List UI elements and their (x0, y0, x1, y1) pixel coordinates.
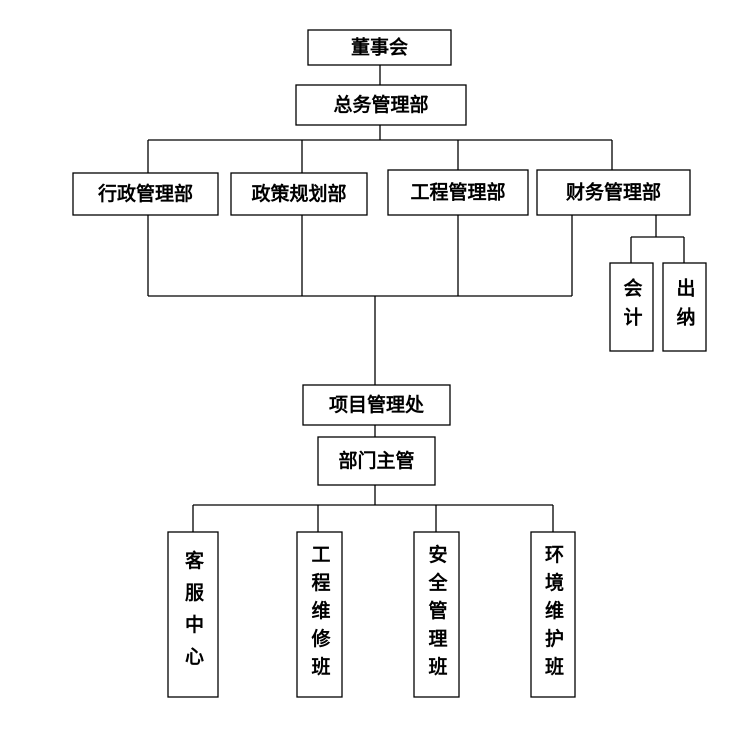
node-engineering-label: 工程管理部 (410, 181, 505, 204)
node-maintenance-label: 工程维修班 (309, 545, 332, 685)
node-finance-label: 财务管理部 (566, 181, 661, 204)
node-supervisor-label: 部门主管 (338, 449, 414, 472)
node-finance: 财务管理部 (536, 169, 691, 216)
node-policy: 政策规划部 (230, 172, 368, 216)
node-admin-label: 行政管理部 (97, 182, 193, 205)
node-environment-label: 环境维护班 (542, 545, 564, 685)
node-board: 董事会 (307, 29, 452, 66)
node-cashier: 出纳 (662, 262, 707, 352)
connector-lines (147, 65, 685, 532)
node-general: 总务管理部 (295, 84, 467, 126)
node-maintenance: 工程维修班 (296, 531, 343, 698)
node-safety: 安全管理班 (413, 531, 460, 698)
node-accounting-label: 会计 (621, 277, 643, 336)
node-service-label: 客服中心 (182, 549, 204, 678)
node-accounting: 会计 (609, 262, 654, 352)
node-admin: 行政管理部 (72, 172, 219, 216)
node-service: 客服中心 (167, 531, 219, 698)
node-policy-label: 政策规划部 (251, 182, 346, 205)
node-safety-label: 安全管理班 (426, 543, 449, 684)
node-general-label: 总务管理部 (333, 93, 428, 116)
node-cashier-label: 出纳 (674, 277, 696, 336)
node-environment: 环境维护班 (530, 531, 576, 698)
node-supervisor: 部门主管 (317, 436, 436, 486)
node-board-label: 董事会 (351, 36, 408, 59)
node-engineering: 工程管理部 (387, 169, 529, 216)
node-project: 项目管理处 (302, 384, 451, 426)
node-project-label: 项目管理处 (329, 393, 425, 416)
